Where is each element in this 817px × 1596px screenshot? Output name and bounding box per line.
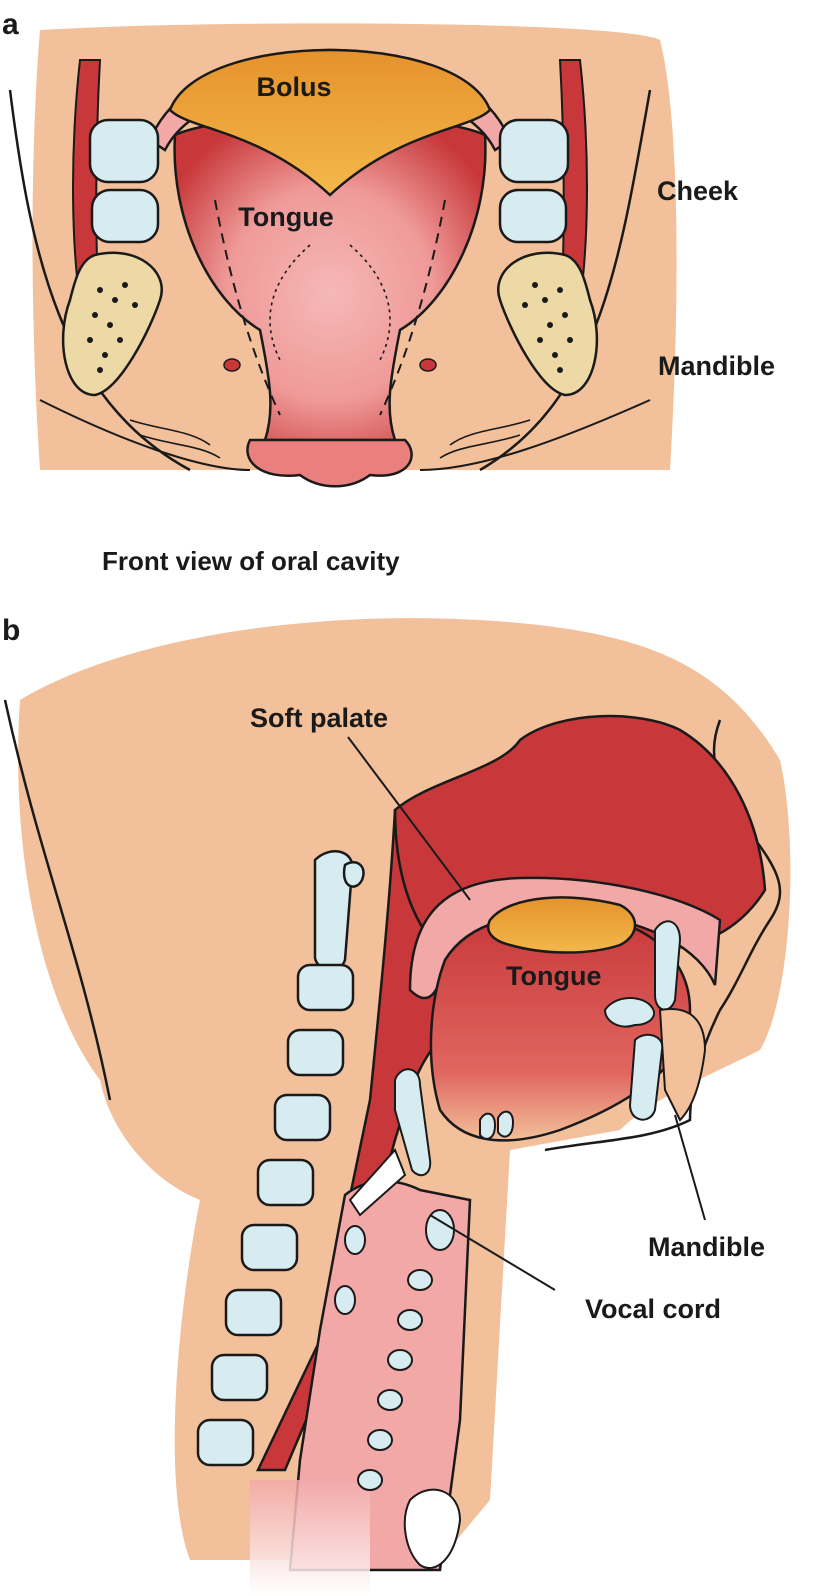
label-vocal-cord: Vocal cord [585, 1294, 721, 1324]
jaw-contour-right [479, 89, 652, 472]
jaw-contour-left [8, 89, 191, 472]
floor-of-mouth [246, 438, 413, 488]
lower-incisor [628, 1033, 664, 1121]
leader-vocal-cord [429, 1214, 556, 1291]
lower-lip [658, 1008, 707, 1122]
leader-soft-palate [347, 736, 471, 901]
thyroid-cartilage [403, 1488, 462, 1569]
vessel-left [223, 358, 241, 372]
leader-lines [347, 736, 706, 1291]
trachea-fade [250, 1480, 370, 1596]
tooth-upper-right [498, 118, 570, 184]
back-head-outline [3, 699, 112, 1101]
hyoid-bone [479, 1110, 515, 1140]
cervical-vertebrae [196, 850, 365, 1467]
tooth-upper-left [88, 118, 160, 184]
vessel-right [419, 358, 437, 372]
panel-b-side-view: b Soft palate Tongue Mandible Vocal cord [2, 614, 791, 1596]
label-mandible-a: Mandible [658, 351, 775, 381]
tooth-lower-right [498, 188, 568, 244]
panel-a-front-view: a Bolus Tongue Cheek Mandible Front view… [2, 8, 775, 576]
bolus-front [168, 48, 492, 197]
label-mandible-b: Mandible [648, 1232, 765, 1262]
label-bolus: Bolus [256, 72, 331, 102]
bone-marrow-dots-right [522, 282, 573, 373]
label-cheek: Cheek [657, 176, 739, 206]
tooth-lower-left [90, 188, 160, 244]
tracheal-rings [334, 1209, 455, 1491]
bone-marrow-dots-left [87, 282, 138, 373]
panel-b-letter: b [2, 614, 20, 647]
molar-stack [603, 997, 655, 1028]
leader-mandible [674, 1114, 706, 1221]
caption-front-view: Front view of oral cavity [102, 546, 400, 576]
upper-incisor [654, 920, 682, 1011]
label-tongue-a: Tongue [238, 202, 333, 232]
panel-a-letter: a [2, 8, 19, 41]
bolus-side [486, 896, 637, 954]
chin-contour [39, 399, 651, 471]
epiglottis [394, 1068, 432, 1177]
vocal-fold [348, 1148, 407, 1217]
floor-muscle-strokes [129, 419, 531, 459]
label-soft-palate: Soft palate [250, 703, 388, 733]
tongue-fibers [269, 244, 391, 361]
label-tongue-b: Tongue [506, 961, 601, 991]
